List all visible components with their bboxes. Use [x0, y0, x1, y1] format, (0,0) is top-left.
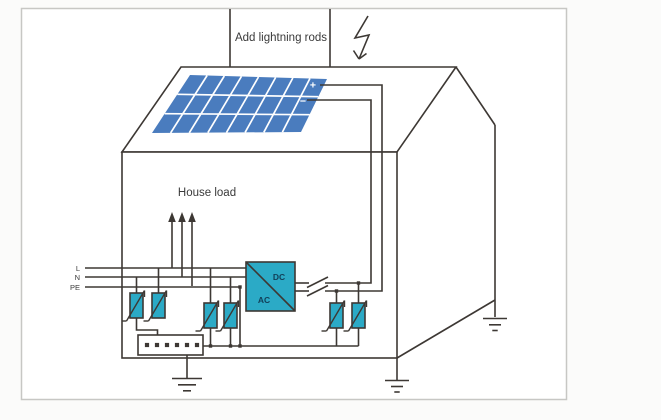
load-arrow-icon: [168, 212, 176, 222]
spd-ac-pair: [195, 268, 240, 346]
gable-roof-edge: [455, 66, 496, 126]
dc-minus-wire: [307, 99, 372, 284]
house-front-face: [121, 151, 398, 359]
spd-device-icon: [215, 300, 240, 332]
inverter: DC AC: [245, 261, 296, 312]
line-label: L: [76, 264, 80, 273]
spd-device-icon: [143, 290, 168, 322]
terminal-block: [137, 334, 204, 356]
side-base-edge: [396, 299, 496, 359]
inverter-dc-label: DC: [273, 272, 285, 282]
spd-device-icon: [343, 300, 368, 332]
spd-service-entrance-pair: [121, 268, 168, 336]
lightning-protection: Add lightning rods: [229, 9, 371, 67]
panel-positive-terminal: +: [310, 80, 316, 92]
terminal-block-contacts: [144, 342, 200, 348]
solar-panel-face: [152, 75, 327, 133]
wire-junctions: [208, 281, 361, 348]
dc-wiring: [295, 84, 383, 297]
house-load-label: House load: [178, 187, 236, 199]
solar-panel: + −: [152, 75, 327, 134]
spd-dc-pair: [321, 283, 368, 346]
ground-symbol-down-conductor: [483, 317, 507, 332]
house-load: House load: [168, 187, 236, 286]
lightning-note-label: Add lightning rods: [235, 32, 327, 44]
spd-device-icon: [195, 300, 220, 332]
load-arrow-icon: [188, 212, 196, 222]
solar-panel-grid: [164, 75, 319, 134]
load-arrow-icon: [178, 212, 186, 222]
ground-symbol-terminal-block: [172, 355, 202, 392]
panel-negative-terminal: −: [300, 96, 306, 108]
ground-symbol-house-corner: [385, 358, 409, 393]
dc-disconnect-switch-icon: [306, 276, 329, 297]
inverter-ac-label: AC: [258, 295, 270, 305]
earth-label: PE: [70, 283, 80, 292]
lightning-bolt-icon: [352, 15, 371, 60]
earthing-busbar: [137, 334, 359, 356]
spd-device-icon: [321, 300, 346, 332]
dc-plus-wire: [320, 84, 383, 292]
neutral-label: N: [75, 273, 80, 282]
inverter-diagonal: [245, 261, 296, 312]
grounding: [172, 317, 507, 393]
